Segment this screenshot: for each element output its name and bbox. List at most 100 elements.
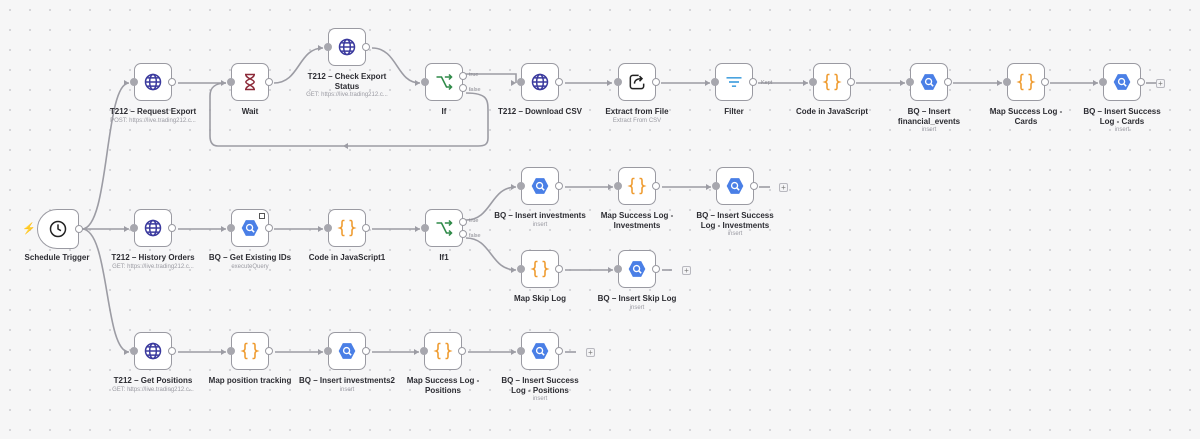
- edge: [465, 237, 517, 271]
- false-output-port[interactable]: [459, 84, 467, 93]
- output-port[interactable]: [362, 347, 370, 355]
- input-port[interactable]: [324, 224, 332, 232]
- input-port[interactable]: [712, 182, 720, 190]
- output-port[interactable]: [847, 78, 855, 86]
- node-download-csv[interactable]: [517, 63, 563, 101]
- node-map-success-investments[interactable]: [614, 167, 660, 205]
- node-label: Code in JavaScript1: [308, 253, 386, 262]
- input-port[interactable]: [614, 182, 622, 190]
- input-port[interactable]: [324, 43, 332, 51]
- node-if[interactable]: [421, 63, 467, 101]
- output-port[interactable]: [265, 78, 273, 86]
- node-bq-success-positions[interactable]: [517, 332, 563, 370]
- node-bq-success-investments[interactable]: [712, 167, 758, 205]
- false-output-port[interactable]: [459, 230, 467, 239]
- node-map-success-cards[interactable]: [1003, 63, 1049, 101]
- input-port[interactable]: [421, 224, 429, 232]
- node-label: BQ – Insert investments: [494, 211, 586, 220]
- input-port[interactable]: [711, 78, 719, 86]
- output-port[interactable]: [265, 347, 273, 355]
- node-label: Map Success Log - Cards: [989, 107, 1063, 126]
- input-port[interactable]: [517, 182, 525, 190]
- input-port[interactable]: [324, 347, 332, 355]
- node-map-skip-log[interactable]: [517, 250, 563, 288]
- node-wait[interactable]: [227, 63, 273, 101]
- branch-icon: [434, 218, 454, 238]
- node-bq-skip-log[interactable]: [614, 250, 660, 288]
- output-port[interactable]: [944, 78, 952, 86]
- add-node-button[interactable]: +: [682, 266, 691, 275]
- input-port[interactable]: [614, 78, 622, 86]
- node-code-js[interactable]: [809, 63, 855, 101]
- output-port[interactable]: [555, 347, 563, 355]
- node-bq-success-cards[interactable]: [1099, 63, 1145, 101]
- node-request-export[interactable]: [130, 63, 176, 101]
- output-port[interactable]: [168, 224, 176, 232]
- input-port[interactable]: [227, 224, 235, 232]
- input-port[interactable]: [517, 347, 525, 355]
- node-label: BQ – Insert Success Log - Positions: [501, 376, 579, 395]
- output-port[interactable]: [168, 347, 176, 355]
- node-schedule-trigger[interactable]: [37, 209, 83, 249]
- output-port[interactable]: [458, 347, 466, 355]
- output-port[interactable]: [652, 182, 660, 190]
- node-check-export[interactable]: [324, 28, 370, 66]
- node-get-positions[interactable]: [130, 332, 176, 370]
- node-corner-handle[interactable]: [259, 213, 265, 219]
- node-bq-insert-financial[interactable]: [906, 63, 952, 101]
- output-port[interactable]: [1041, 78, 1049, 86]
- output-port[interactable]: [75, 225, 83, 233]
- output-port[interactable]: [168, 78, 176, 86]
- input-port[interactable]: [906, 78, 914, 86]
- input-port[interactable]: [614, 265, 622, 273]
- input-port[interactable]: [517, 265, 525, 273]
- node-label: BQ – Insert investments2: [298, 376, 396, 385]
- input-port[interactable]: [420, 347, 428, 355]
- output-port[interactable]: [1137, 78, 1145, 86]
- input-port[interactable]: [130, 347, 138, 355]
- input-port[interactable]: [1003, 78, 1011, 86]
- bigquery-icon: [530, 176, 550, 196]
- input-port[interactable]: [517, 78, 525, 86]
- node-history-orders[interactable]: [130, 209, 176, 247]
- edge: [465, 186, 517, 221]
- node-subtitle: insert: [727, 231, 743, 237]
- node-bq-get-ids[interactable]: [227, 209, 273, 247]
- node-code-js1[interactable]: [324, 209, 370, 247]
- node-bq-insert-investments[interactable]: [517, 167, 563, 205]
- node-map-position[interactable]: [227, 332, 273, 370]
- output-port[interactable]: [652, 265, 660, 273]
- kept-branch-label: Kept: [761, 80, 773, 86]
- bigquery-icon: [530, 341, 550, 361]
- output-port[interactable]: [362, 43, 370, 51]
- output-port[interactable]: [555, 182, 563, 190]
- output-port[interactable]: [749, 78, 757, 86]
- output-port[interactable]: [555, 78, 563, 86]
- node-extract-file[interactable]: [614, 63, 660, 101]
- add-node-button[interactable]: +: [779, 183, 788, 192]
- input-port[interactable]: [1099, 78, 1107, 86]
- node-label: Map position tracking: [208, 376, 292, 385]
- input-port[interactable]: [227, 78, 235, 86]
- input-port[interactable]: [421, 78, 429, 86]
- add-node-button[interactable]: +: [1156, 79, 1165, 88]
- input-port[interactable]: [130, 224, 138, 232]
- input-port[interactable]: [130, 78, 138, 86]
- true-output-port[interactable]: [459, 217, 467, 226]
- output-port[interactable]: [652, 78, 660, 86]
- node-subtitle: insert: [629, 305, 645, 311]
- node-filter[interactable]: [711, 63, 757, 101]
- input-port[interactable]: [227, 347, 235, 355]
- output-port[interactable]: [555, 265, 563, 273]
- node-map-success-positions[interactable]: [420, 332, 466, 370]
- node-label: Schedule Trigger: [24, 253, 90, 262]
- output-port[interactable]: [265, 224, 273, 232]
- bigquery-icon: [725, 176, 745, 196]
- node-bq-insert-investments2[interactable]: [324, 332, 370, 370]
- output-port[interactable]: [362, 224, 370, 232]
- add-node-button[interactable]: +: [586, 348, 595, 357]
- output-port[interactable]: [750, 182, 758, 190]
- true-output-port[interactable]: [459, 71, 467, 80]
- node-if1[interactable]: [421, 209, 467, 247]
- input-port[interactable]: [809, 78, 817, 86]
